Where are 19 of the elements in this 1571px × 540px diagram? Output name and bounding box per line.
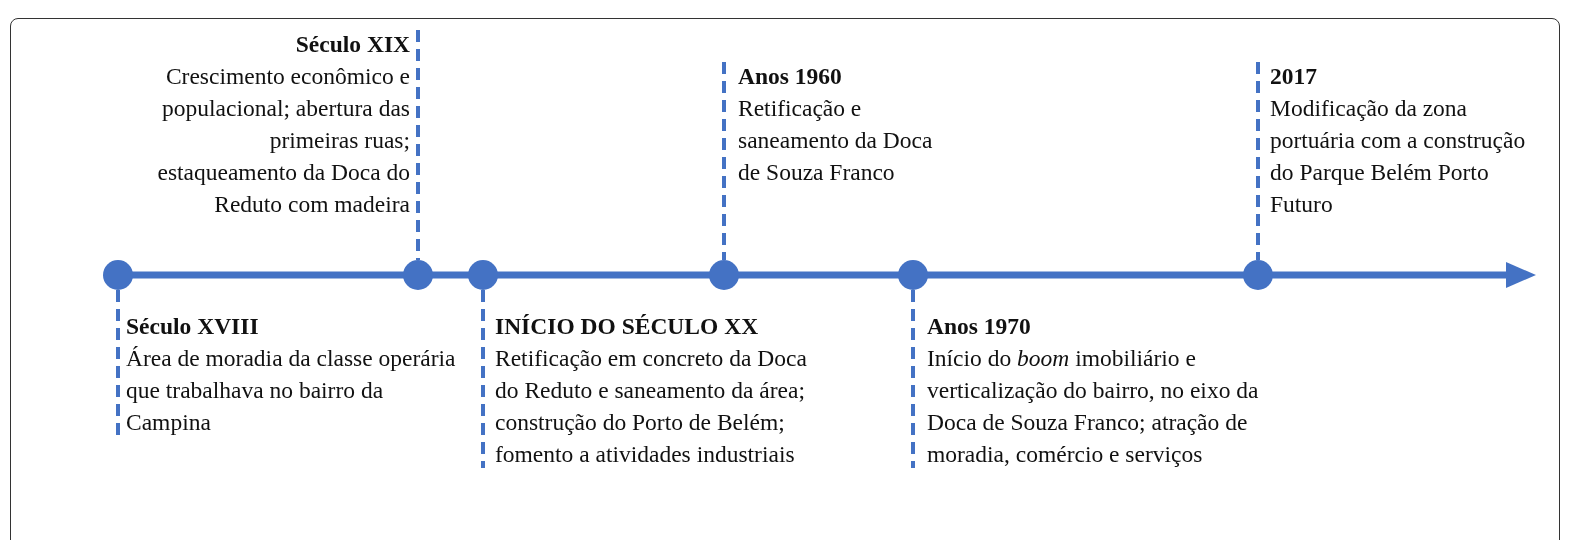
event-description: Crescimento econômico e populacional; abertura das primeiras ruas; estaqueamento da Doca do Reduto com madeira: [156, 62, 410, 219]
dashed-connector: [911, 290, 915, 468]
period-heading: Século XVIII: [126, 312, 260, 341]
event-description: Retificação em concreto da Doca do Reduto e saneamento da área; construção do Porto de Belém; fomento a atividades industriais: [495, 344, 808, 469]
period-heading: INÍCIO DO SÉCULO XX: [495, 312, 760, 341]
dashed-connector: [116, 290, 120, 436]
event-description: Área de moradia da classe operária que trabalhava no bairro da Campina: [126, 344, 456, 437]
period-heading: 2017: [1270, 62, 1318, 91]
event-description: Início do boom imobiliário e verticalização do bairro, no eixo da Doca de Souza Franco; atração de moradia, comércio e serviços: [927, 344, 1260, 469]
dashed-connector: [1256, 62, 1260, 260]
period-heading: Anos 1960: [738, 62, 843, 91]
dashed-connector: [722, 62, 726, 260]
event-description: Retificação e saneamento da Doca de Souza Franco: [738, 94, 933, 187]
timeline-dot: [103, 260, 133, 290]
period-heading: Século XIX: [294, 30, 410, 59]
dashed-connector: [416, 30, 420, 260]
dashed-connector: [481, 290, 485, 468]
period-heading: Anos 1970: [927, 312, 1032, 341]
event-description: Modificação da zona portuária com a construção do Parque Belém Porto Futuro: [1270, 94, 1527, 219]
